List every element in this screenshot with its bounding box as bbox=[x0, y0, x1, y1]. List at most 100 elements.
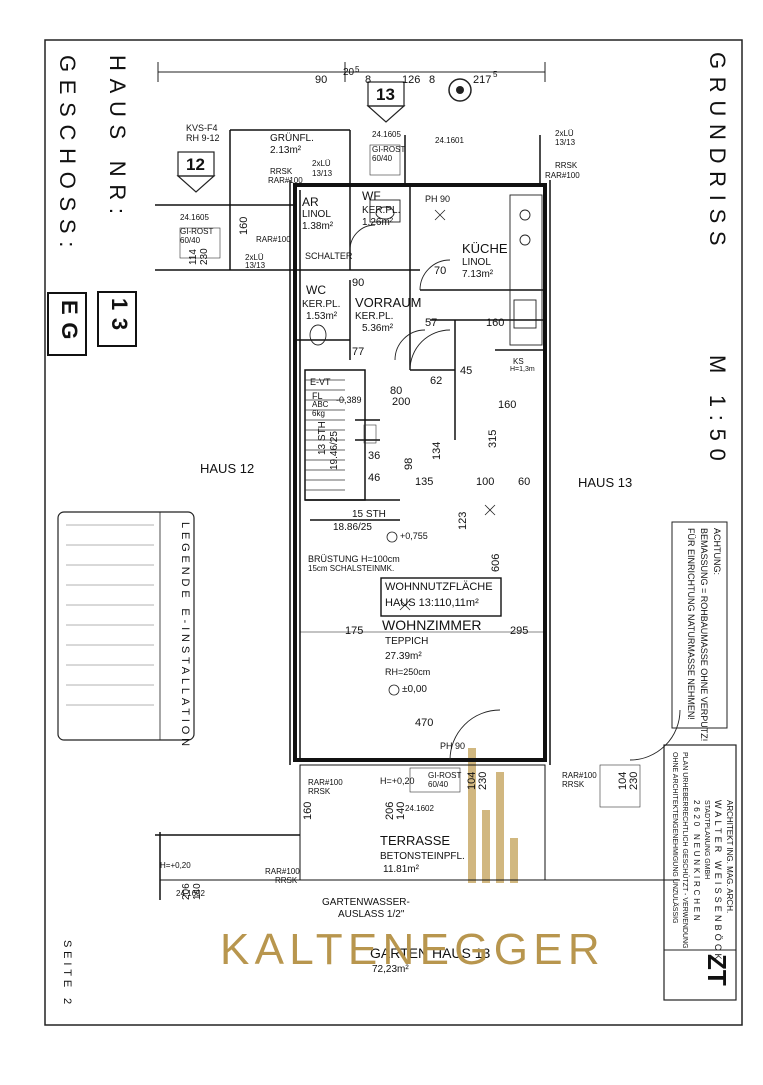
architect-line-1: ARCHITEKT ING. MAG. ARCH. bbox=[725, 800, 734, 914]
room-ar: AR bbox=[302, 195, 319, 209]
rar-bottom-right: RAR#100 bbox=[562, 771, 597, 780]
dim-134: 134 bbox=[431, 441, 443, 460]
room-wohnzimmer-level: ±0,00 bbox=[402, 684, 427, 695]
door-swings bbox=[349, 224, 681, 761]
gi-rost-bottom: GI-ROST bbox=[428, 771, 462, 780]
gi-rost-size-left: 60/40 bbox=[180, 236, 201, 245]
kvs-label: KVS-F4 bbox=[186, 123, 218, 133]
gi-rost-size-top: 60/40 bbox=[372, 154, 393, 163]
rar-left-bottom: RAR#100 bbox=[265, 867, 300, 876]
room-wc-floor: KER.PL. bbox=[302, 299, 341, 310]
e-vt-label: E-VT bbox=[310, 377, 331, 387]
room-wf-area: 1.26m² bbox=[362, 217, 394, 228]
room-vorraum: VORRAUM bbox=[355, 295, 422, 310]
room-vorraum-floor: KER.PL. bbox=[355, 311, 394, 322]
haus-nr-box bbox=[97, 291, 137, 347]
section-arrow-label-12: 12 bbox=[186, 155, 205, 174]
stair-2-ratio: 18.86/25 bbox=[333, 522, 372, 533]
dim-8b: 8 bbox=[429, 74, 436, 86]
fl-label: FL bbox=[312, 391, 323, 401]
dim-98: 98 bbox=[403, 457, 415, 470]
lu-top-right-2: 13/13 bbox=[555, 138, 576, 147]
dim-77: 77 bbox=[352, 346, 365, 358]
geschoss-value: EG bbox=[57, 300, 82, 348]
level-755: +0,755 bbox=[400, 531, 428, 541]
legend-lines bbox=[66, 524, 154, 706]
dim-175: 175 bbox=[345, 625, 364, 637]
plan-scale: M 1:50 bbox=[705, 355, 730, 469]
attention-line-3: FÜR EINRICHTUNG NATURMASSE NEHMEN! bbox=[686, 528, 696, 720]
level-left: 24.1605 bbox=[180, 213, 209, 222]
dim-230-left: 230 bbox=[199, 248, 210, 265]
dim-8: 8 bbox=[365, 74, 372, 86]
terrasse-label: TERRASSE bbox=[380, 833, 451, 848]
wc-fixtures bbox=[309, 199, 401, 346]
room-kueche: KÜCHE bbox=[462, 241, 508, 256]
dim-114-left: 114 bbox=[188, 249, 199, 265]
lu-left-2: 13/13 bbox=[245, 261, 266, 270]
dim-230-right: 230 bbox=[628, 771, 640, 790]
ph90-top: PH 90 bbox=[425, 194, 451, 204]
room-wohnzimmer-floor: TEPPICH bbox=[385, 636, 429, 647]
dim-5b: 5 bbox=[493, 70, 498, 79]
ph90-bottom: PH 90 bbox=[440, 741, 466, 751]
terrasse-area: 11.81m² bbox=[383, 864, 419, 875]
nutzflaeche-value: HAUS 13:110,11m² bbox=[385, 597, 479, 609]
ks-label: KS bbox=[513, 357, 524, 366]
stair-treads bbox=[305, 379, 345, 491]
dim-57: 57 bbox=[425, 317, 438, 329]
dim-160-terrace: 160 bbox=[302, 801, 314, 820]
dim-80: 80 bbox=[390, 385, 403, 397]
dim-606: 606 bbox=[490, 553, 502, 572]
watermark-logo bbox=[468, 748, 518, 883]
rrsk-top-left: RRSK bbox=[270, 167, 293, 176]
geschoss-box bbox=[47, 292, 87, 356]
dim-295: 295 bbox=[510, 625, 529, 637]
watermark-text: KALTENEGGER bbox=[220, 925, 605, 974]
dim-36: 36 bbox=[368, 450, 381, 462]
lu-top-left-2: 13/13 bbox=[312, 169, 333, 178]
garten-label: GARTEN HAUS 13 bbox=[370, 945, 491, 961]
dim-45: 45 bbox=[460, 365, 473, 377]
dim-160-k: 160 bbox=[486, 317, 505, 329]
dim-60: 60 bbox=[518, 476, 531, 488]
h020-bottom: H=+0,20 bbox=[380, 776, 415, 786]
inner-walls bbox=[155, 129, 680, 900]
dim-140-left: 140 bbox=[192, 883, 203, 900]
abc-label: ABC bbox=[312, 400, 329, 409]
architect-line-4: 2620 NEUNKIRCHEN bbox=[692, 800, 701, 924]
room-wohnzimmer-rh: RH=250cm bbox=[385, 667, 431, 677]
gartenwasser-label: GARTENWASSER- bbox=[322, 897, 410, 908]
level-bottom: 24.1602 bbox=[405, 804, 434, 813]
attention-box bbox=[671, 521, 728, 729]
dim-90: 90 bbox=[315, 74, 328, 86]
room-wc: WC bbox=[306, 283, 326, 297]
page-number: SEITE 2 bbox=[61, 940, 73, 1008]
room-wf: WF bbox=[362, 189, 381, 203]
section-arrow-12 bbox=[176, 151, 216, 193]
dim-315: 315 bbox=[487, 429, 499, 448]
gruenfl-label: GRÜNFL. bbox=[270, 133, 314, 144]
gruenfl-area: 2.13m² bbox=[270, 145, 302, 156]
bruestung-label: BRÜSTUNG H=100cm bbox=[308, 554, 400, 564]
room-ar-area: 1.38m² bbox=[302, 221, 334, 232]
dim-470: 470 bbox=[415, 717, 434, 729]
room-ar-floor: LINOL bbox=[302, 209, 331, 220]
boxes-misc bbox=[179, 144, 641, 808]
rar-top-right: RAR#100 bbox=[545, 171, 580, 180]
stair-1-ratio: 19.46/25 bbox=[329, 431, 340, 470]
gi-rost-top: GI-ROST bbox=[372, 145, 406, 154]
level-markers bbox=[386, 209, 496, 696]
gartenwasser-auslass: AUSLASS 1/2" bbox=[338, 909, 405, 920]
dim-140-bottom: 140 bbox=[395, 801, 407, 820]
plan-title: GRUNDRISS bbox=[705, 52, 730, 254]
rar-bottom-left: RAR#100 bbox=[308, 778, 343, 787]
rar-left: RAR#100 bbox=[256, 235, 291, 244]
room-wohnzimmer-area: 27.39m² bbox=[385, 651, 422, 662]
dim-20: 20 bbox=[343, 67, 355, 78]
stair-1-label: 13 STH bbox=[317, 421, 328, 455]
haus-nr-value: 13 bbox=[107, 298, 132, 338]
kitchen-counter bbox=[509, 194, 543, 346]
